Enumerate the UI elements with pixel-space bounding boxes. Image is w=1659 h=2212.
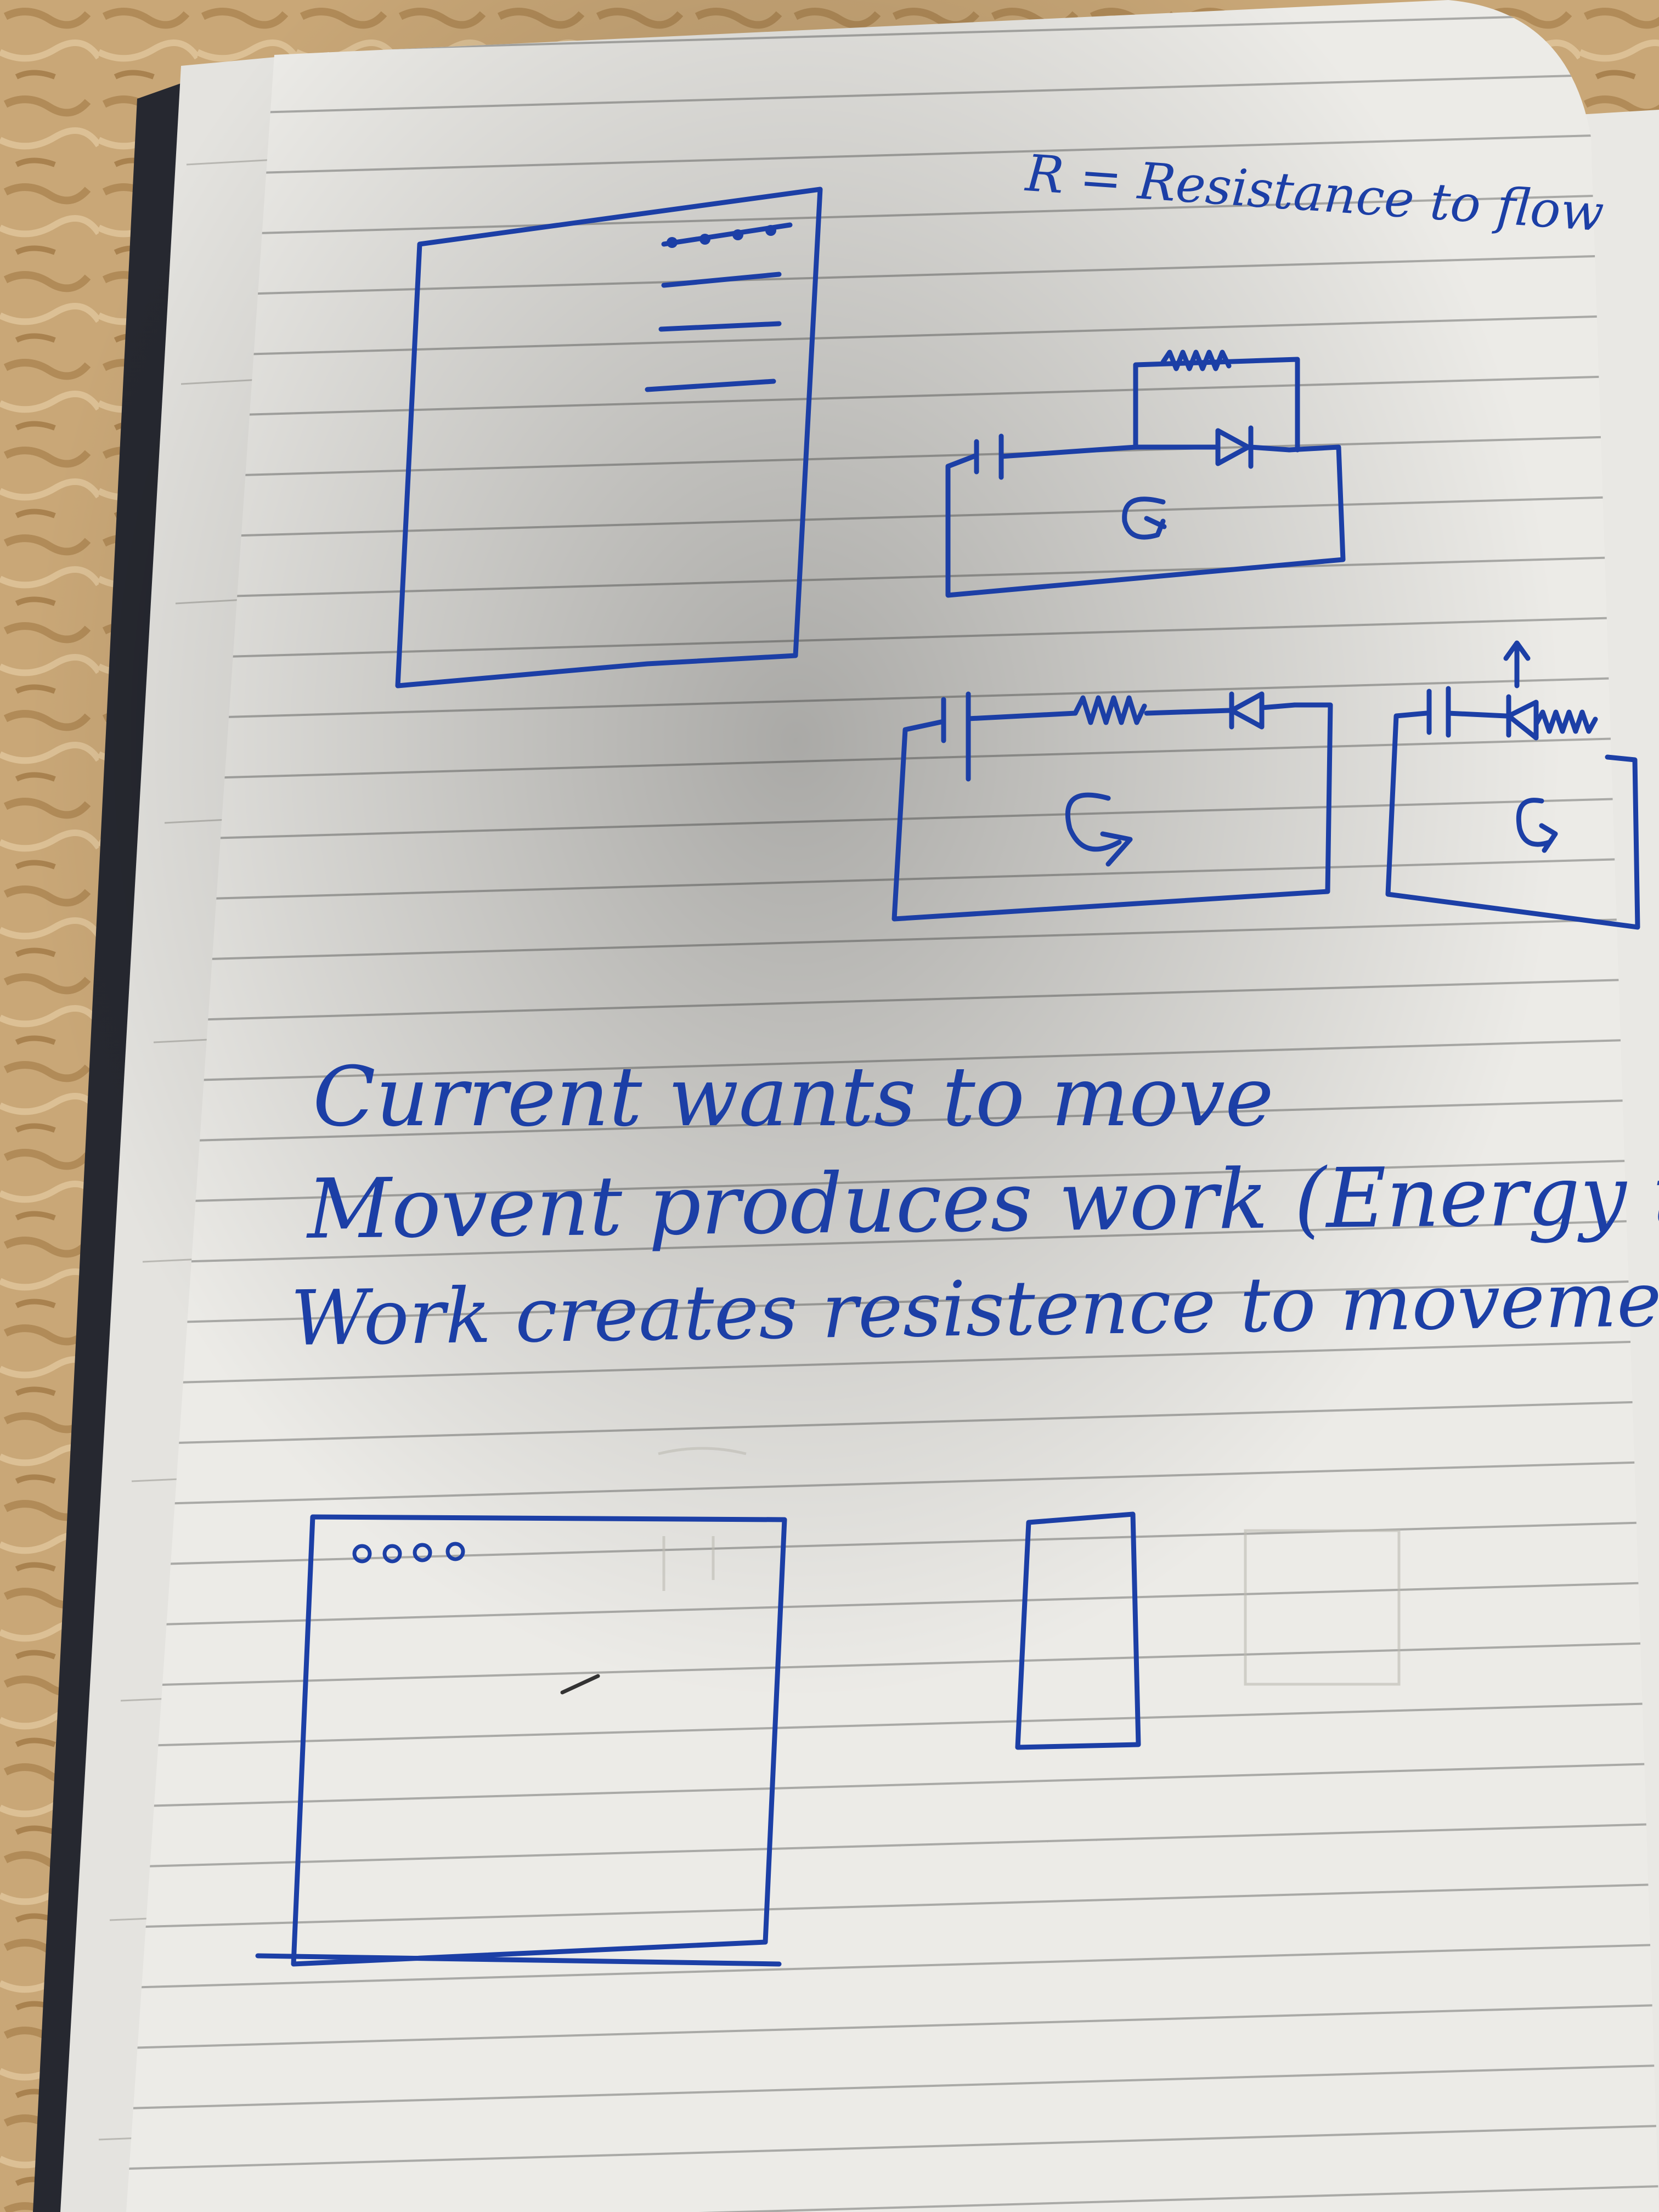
window-dots — [352, 1542, 465, 1564]
document-sketch-2 — [255, 1514, 787, 1967]
circuit-diagram-3 — [1385, 640, 1640, 930]
text-dots — [667, 225, 776, 248]
circuit-2-label — [1065, 792, 1133, 867]
note-line-1: Current wants to move — [313, 1049, 1274, 1145]
resistor-zigzag — [1073, 695, 1147, 725]
ink-drawings — [255, 187, 1640, 1967]
circuit-1-label — [1122, 496, 1167, 540]
phone-sketch — [1015, 1511, 1141, 1750]
arrow-up — [1503, 640, 1531, 689]
circuit-3-label — [1516, 798, 1558, 853]
diode-symbol — [1229, 691, 1297, 730]
resistor-zigzag — [1160, 349, 1232, 371]
note-line-3: Work creates resistence to movement — [290, 1254, 1659, 1363]
pencil-mark — [560, 1674, 600, 1695]
diode-symbol — [1215, 425, 1292, 469]
note-line-2: Movent produces work (Energy transform) — [307, 1143, 1659, 1257]
resistor-zigzag — [1533, 709, 1598, 734]
bleed-through-marks — [658, 1447, 1401, 1686]
circuit-diagram-2 — [891, 691, 1333, 922]
circuit-diagram-1 — [945, 349, 1346, 598]
